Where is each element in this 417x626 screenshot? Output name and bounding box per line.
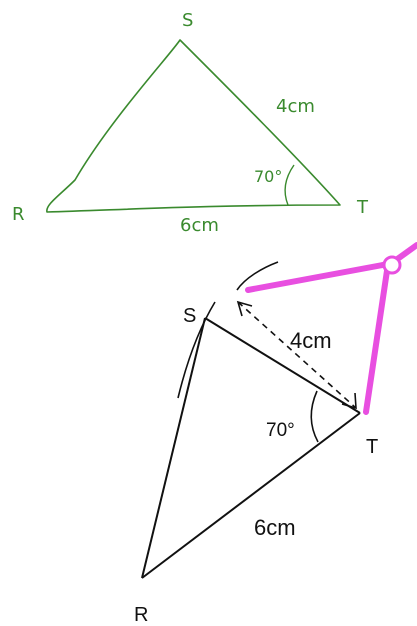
sketch-side-rt-label: 6cm xyxy=(180,215,219,236)
measure-arrow-line xyxy=(237,301,357,409)
compass-point-arm xyxy=(363,261,391,415)
compass-hinge xyxy=(382,255,402,275)
sketch-side-st-label: 4cm xyxy=(276,96,315,117)
angle-arc-t xyxy=(310,390,319,443)
sketch-triangle: S R T 4cm 6cm 70° xyxy=(12,10,369,236)
vertex-t-label: T xyxy=(366,436,378,458)
vertex-s-label: S xyxy=(183,305,196,327)
vertex-r-label: R xyxy=(134,604,148,626)
angle-t-label: 70° xyxy=(266,420,295,441)
sketch-vertex-s-label: S xyxy=(182,10,193,31)
compass-handle xyxy=(393,242,417,263)
sketch-angle-arc-t xyxy=(284,164,295,206)
side-sr-line xyxy=(141,317,206,579)
sketch-vertex-t-label: T xyxy=(356,197,369,218)
side-st-line xyxy=(204,317,361,414)
construction-diagram: S R T 4cm 6cm 70° xyxy=(134,242,417,626)
measure-arrowhead-s xyxy=(236,300,253,317)
sketch-vertex-r-label: R xyxy=(12,204,25,225)
construction-arc-lower xyxy=(177,301,216,399)
sketch-triangle-outline xyxy=(46,39,341,213)
side-st-length-label: 4cm xyxy=(290,328,332,353)
side-rt-line xyxy=(141,412,361,579)
measure-arrowhead-t xyxy=(341,392,357,410)
sketch-angle-t-label: 70° xyxy=(254,167,282,186)
compass xyxy=(245,242,417,415)
construction-arc-upper xyxy=(236,261,279,291)
compass-pencil-arm xyxy=(245,261,391,293)
side-rt-length-label: 6cm xyxy=(254,515,296,540)
